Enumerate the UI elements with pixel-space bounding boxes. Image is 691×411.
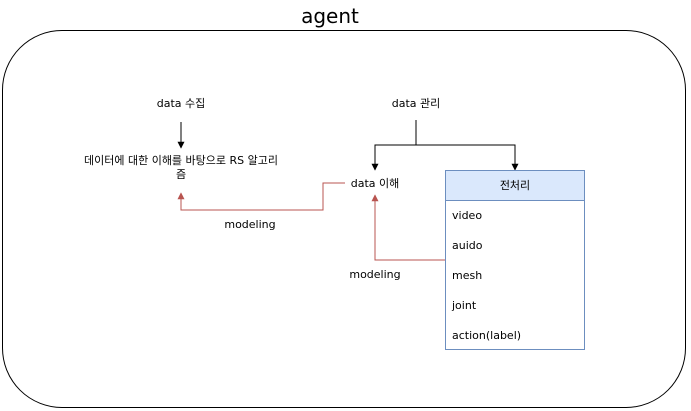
agent-container [2,30,686,408]
edge-understanding-to-algorithm [177,182,345,211]
node-rs-algorithm-line1: 데이터에 대한 이해를 바탕으로 RS 알고리 [83,154,279,167]
preprocessing-header: 전처리 [446,171,584,201]
node-rs-algorithm-line2: 즘 [175,168,187,181]
edge-label-modeling-2: modeling [349,268,401,281]
list-item: joint [452,299,477,312]
preprocessing-list: 전처리 video auido mesh joint action(label) [445,170,585,350]
list-item: mesh [452,269,483,282]
list-item: action(label) [452,329,522,342]
edge-management-to-preprocessing [416,144,519,171]
node-data-understanding: data 이해 [350,177,400,190]
edge-management-to-understanding [371,120,417,171]
diagram-title: agent [301,4,359,28]
edge-label-modeling-1: modeling [224,218,276,231]
node-data-collection: data 수집 [156,97,206,110]
list-item: video [452,209,483,222]
edge-preprocessing-to-understanding [371,194,445,261]
list-item: auido [452,239,483,252]
node-data-management: data 관리 [391,97,441,110]
